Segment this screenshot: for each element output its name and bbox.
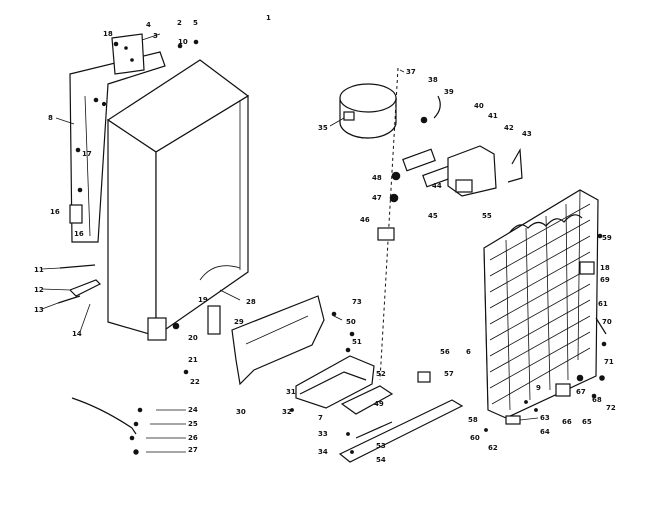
callout-label: 16 <box>74 230 84 238</box>
callout-label: 71 <box>604 358 614 366</box>
condenser-hardware <box>484 317 607 432</box>
callout-label: 18 <box>103 30 113 38</box>
callout-label: 34 <box>318 448 328 456</box>
callout-label: 59 <box>602 234 612 242</box>
callout-label: 14 <box>72 330 82 338</box>
callout-label: 8 <box>48 114 53 122</box>
callout-label: 37 <box>406 68 416 76</box>
cabinet-body <box>69 33 250 341</box>
callout-label: 63 <box>540 414 550 422</box>
callout-label: 45 <box>428 212 438 220</box>
callout-label: 70 <box>602 318 612 326</box>
callout-label: 55 <box>482 212 492 220</box>
callout-label: 50 <box>346 318 356 326</box>
callout-label: 20 <box>188 334 198 342</box>
callout-label: 54 <box>376 456 386 464</box>
callout-label: 27 <box>188 446 198 454</box>
callout-label: 68 <box>592 396 602 404</box>
callout-label: 6 <box>466 348 471 356</box>
callout-label: 21 <box>188 356 198 364</box>
callout-label: 73 <box>352 298 362 306</box>
compressor-mounting-parts <box>377 95 456 241</box>
callout-label: 2 <box>177 19 182 27</box>
callout-label: 30 <box>236 408 246 416</box>
callout-label: 42 <box>504 124 514 132</box>
callout-label: 19 <box>198 296 208 304</box>
shroud-panel <box>172 295 325 386</box>
callout-label: 48 <box>372 174 382 182</box>
callout-label: 29 <box>234 318 244 326</box>
callout-label: 43 <box>522 130 532 138</box>
callout-label: 67 <box>576 388 586 396</box>
callout-label: 16 <box>50 208 60 216</box>
title-mark: 1 <box>266 14 271 22</box>
callout-label: 28 <box>246 298 256 306</box>
callout-label: 33 <box>318 430 328 438</box>
callout-label: 40 <box>474 102 484 110</box>
callout-label: 51 <box>352 338 362 346</box>
callout-label: 47 <box>372 194 382 202</box>
callout-label: 17 <box>82 150 92 158</box>
callout-label: 22 <box>190 378 200 386</box>
callout-label: 7 <box>318 414 323 422</box>
callout-label: 57 <box>444 370 454 378</box>
callout-label: 65 <box>582 418 592 426</box>
base-frame <box>290 311 464 463</box>
callout-label: 5 <box>193 19 198 27</box>
callout-label: 49 <box>374 400 384 408</box>
callout-label: 58 <box>468 416 478 424</box>
callout-label: 60 <box>470 434 480 442</box>
callout-label: 61 <box>598 300 608 308</box>
callout-label: 35 <box>318 124 328 132</box>
callout-labels: 18 4 3 2 5 8 17 16 11 12 13 14 28 19 29 … <box>34 19 616 464</box>
callout-label: 39 <box>444 88 454 96</box>
callout-label: 26 <box>188 434 198 442</box>
callout-label: 46 <box>360 216 370 224</box>
relay-cover <box>447 145 523 197</box>
callout-label: 10 <box>178 38 188 46</box>
condenser <box>483 189 603 419</box>
callout-label: 38 <box>428 76 438 84</box>
callout-label: 4 <box>146 21 151 29</box>
callout-label: 53 <box>376 442 386 450</box>
callout-label: 13 <box>34 306 44 314</box>
power-cord <box>71 397 143 455</box>
callout-label: 69 <box>600 276 610 284</box>
alignment-line <box>379 67 399 381</box>
callout-label: 18 <box>600 264 610 272</box>
callout-label: 72 <box>606 404 616 412</box>
callout-label: 25 <box>188 420 198 428</box>
callout-label: 32 <box>282 408 292 416</box>
callout-label: 66 <box>562 418 572 426</box>
callout-label: 11 <box>34 266 44 274</box>
callout-label: 24 <box>188 406 198 414</box>
callout-label: 31 <box>286 388 296 396</box>
callout-label: 56 <box>440 348 450 356</box>
callout-label: 62 <box>488 444 498 452</box>
callout-label: 44 <box>432 182 442 190</box>
callout-label: 52 <box>376 370 386 378</box>
callout-label: 64 <box>540 428 550 436</box>
callout-label: 12 <box>34 286 44 294</box>
callout-label: 9 <box>536 384 541 392</box>
left-small-parts <box>57 39 199 304</box>
leader-lines <box>41 33 539 453</box>
callout-label: 3 <box>153 32 158 40</box>
compressor <box>339 83 397 139</box>
callout-label: 41 <box>488 112 498 120</box>
